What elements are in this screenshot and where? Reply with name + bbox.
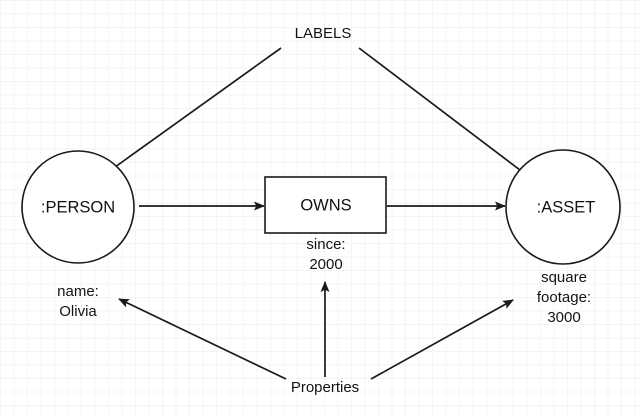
node-asset-label: :ASSET bbox=[537, 198, 596, 216]
node-person-circle[interactable] bbox=[21, 150, 135, 264]
owns-property-text: since: 2000 bbox=[306, 236, 346, 273]
node-asset-circle[interactable] bbox=[505, 149, 621, 265]
person-property-text: name: Olivia bbox=[57, 283, 99, 320]
node-person-label: :PERSON bbox=[41, 198, 115, 216]
edge-labels-to-person bbox=[89, 47, 282, 186]
asset-property-text: square footage: 3000 bbox=[536, 269, 592, 326]
node-owns-rectangle[interactable] bbox=[264, 176, 387, 234]
edge-properties-to-person-property bbox=[118, 298, 287, 380]
labels-callout-text: LABELS bbox=[294, 25, 352, 42]
properties-callout-text: Properties bbox=[290, 379, 360, 396]
node-owns-label: OWNS bbox=[300, 196, 351, 214]
edge-properties-to-asset-property bbox=[370, 299, 514, 380]
edge-labels-to-asset bbox=[358, 47, 542, 187]
